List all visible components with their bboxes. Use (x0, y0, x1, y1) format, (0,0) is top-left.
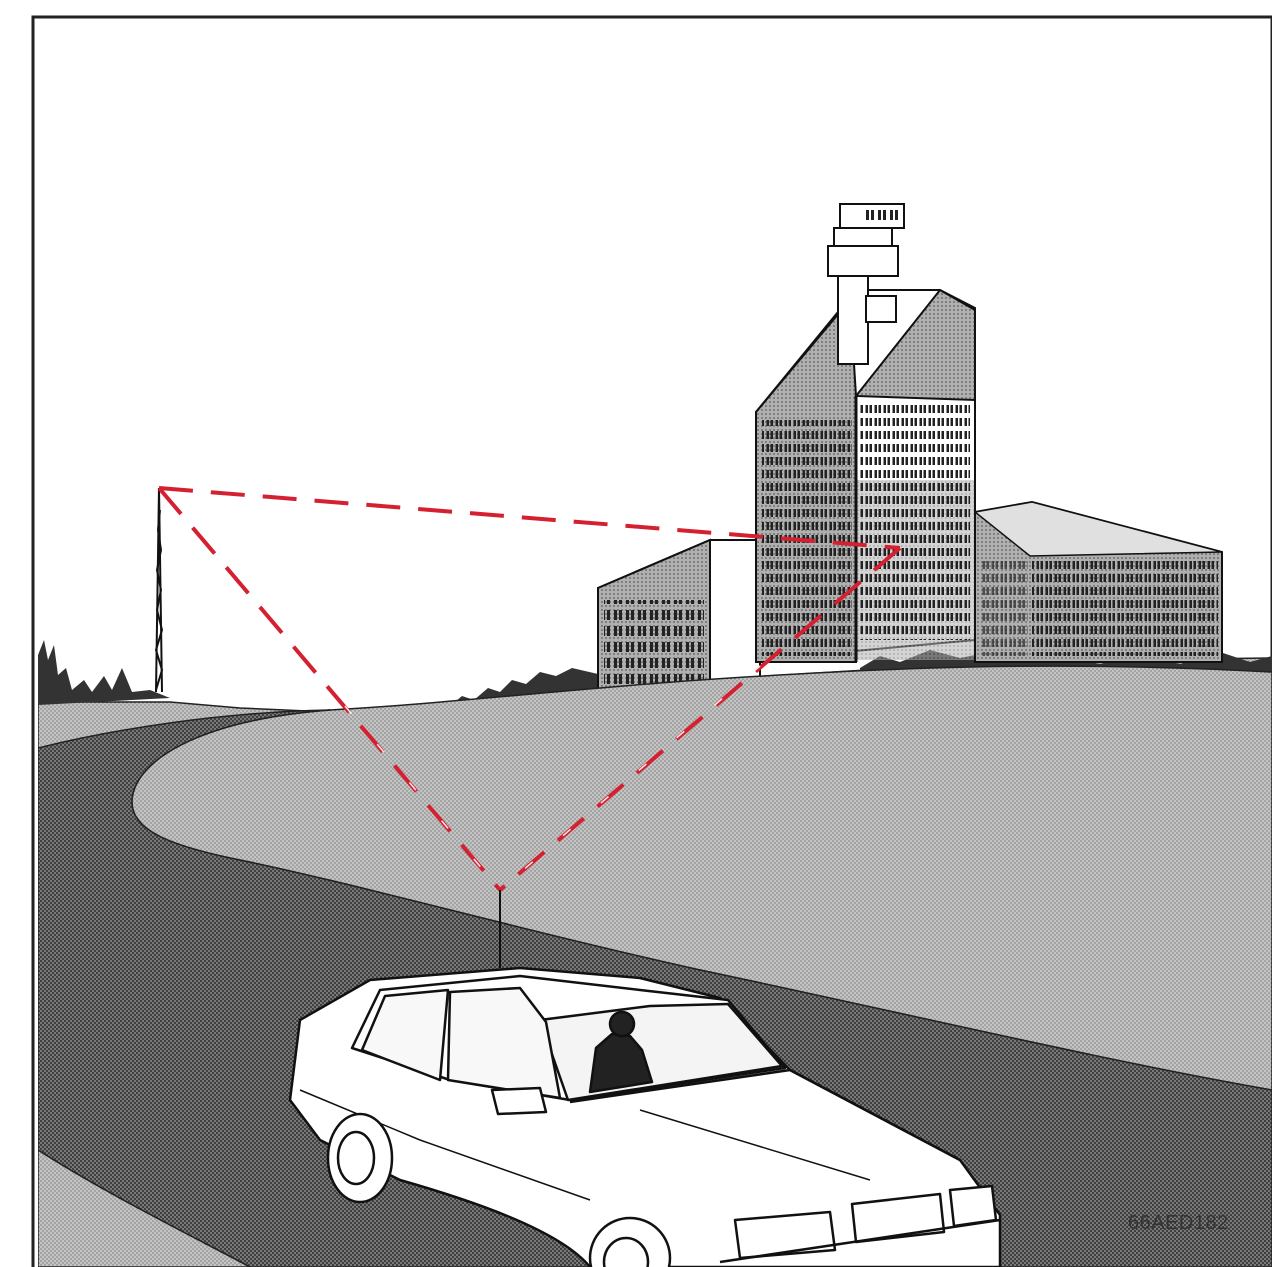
figure-reference-code: 66AED182 (1128, 1212, 1229, 1235)
